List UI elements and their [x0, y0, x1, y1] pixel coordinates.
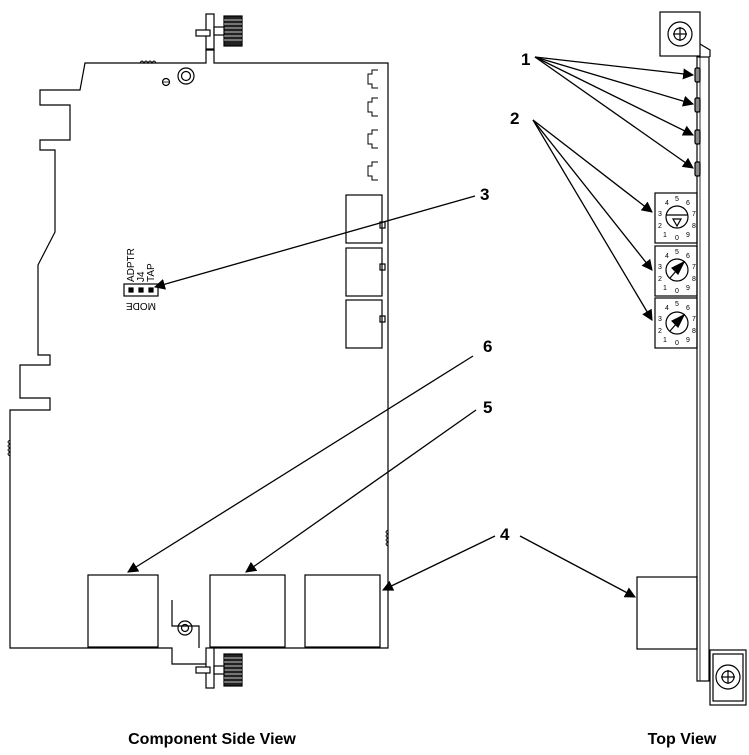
dial-digit: 1 [663, 285, 667, 292]
dial-digit: 0 [675, 340, 679, 347]
callout-leaders [127, 56, 695, 598]
bottom-thumbscrew [195, 647, 243, 689]
jumper-label-j4: J4 [136, 271, 147, 282]
dial-digit: 2 [658, 328, 662, 335]
top-thumbscrew [195, 13, 243, 50]
faceplate [696, 56, 710, 682]
dial-digit: 9 [686, 232, 690, 239]
dial-digits-3: 0 1 2 3 4 5 6 7 8 9 [658, 301, 696, 347]
dial-digit: 3 [658, 211, 662, 218]
leader-1a [534, 56, 695, 80]
dial-digit: 7 [692, 316, 696, 323]
dial-digit: 0 [675, 235, 679, 242]
callout-1: 1 [521, 50, 530, 69]
leader-4b [519, 535, 636, 598]
leader-1c [534, 56, 694, 136]
jumper-label-adptr: ADPTR [126, 248, 137, 282]
callout-5: 5 [483, 398, 492, 417]
rotary-switch-3 [654, 297, 698, 349]
mode-jumper [123, 283, 159, 297]
caption-component-side-view: Component Side View [128, 731, 296, 748]
top-view [636, 11, 747, 706]
dial-digit: 7 [692, 264, 696, 271]
leader-6 [127, 355, 474, 573]
pcb-outline [9, 49, 389, 665]
connector-port-4-side [304, 574, 381, 648]
status-led-1 [694, 67, 701, 83]
callout-6: 6 [483, 337, 492, 356]
dial-digit: 8 [692, 328, 696, 335]
leader-2c [532, 119, 653, 321]
status-led-4 [694, 161, 701, 177]
dial-digit: 6 [686, 200, 690, 207]
jumper-label-tap: TAP [146, 263, 157, 282]
dial-digit: 4 [665, 200, 669, 207]
dial-digit: 3 [658, 316, 662, 323]
dial-digit: 8 [692, 223, 696, 230]
switch-dial-digits: 0 1 2 3 4 5 6 7 8 9 0 1 2 3 4 5 6 7 8 9 … [658, 196, 696, 347]
leader-2a [532, 119, 653, 213]
leader-2b [532, 119, 653, 271]
status-leds [694, 67, 701, 177]
switch-footprints [345, 194, 386, 349]
jumper-label-mode: MODE [126, 300, 156, 311]
status-led-2 [694, 97, 701, 113]
leader-1d [534, 56, 694, 169]
callout-3: 3 [480, 185, 489, 204]
led-footprints [367, 69, 378, 181]
dial-digit: 5 [675, 301, 679, 308]
dial-digit: 9 [686, 285, 690, 292]
dial-digit: 4 [665, 253, 669, 260]
dial-digit: 9 [686, 337, 690, 344]
dial-digit: 6 [686, 305, 690, 312]
status-led-3 [694, 129, 701, 145]
dial-digits-1: 0 1 2 3 4 5 6 7 8 9 [658, 196, 696, 242]
dial-digit: 8 [692, 276, 696, 283]
callout-2: 2 [510, 109, 519, 128]
callout-4: 4 [500, 525, 510, 544]
dial-digit: 1 [663, 337, 667, 344]
dial-digit: 0 [675, 288, 679, 295]
leader-3 [153, 195, 476, 290]
dial-digit: 2 [658, 223, 662, 230]
connector-port-5 [209, 574, 286, 648]
caption-top-view: Top View [648, 731, 717, 748]
rotary-switch-1 [654, 192, 698, 244]
dial-digits-2: 0 1 2 3 4 5 6 7 8 9 [658, 249, 696, 295]
connector-port-4-top [636, 576, 698, 650]
leader-5 [245, 409, 477, 573]
connector-port-6 [87, 574, 159, 648]
dial-digit: 5 [675, 196, 679, 203]
dial-digit: 3 [658, 264, 662, 271]
dial-digit: 2 [658, 276, 662, 283]
dial-digit: 5 [675, 249, 679, 256]
leader-4a [382, 535, 496, 591]
dial-digit: 4 [665, 305, 669, 312]
dial-digit: 1 [663, 232, 667, 239]
dial-digit: 6 [686, 253, 690, 260]
dial-digit: 7 [692, 211, 696, 218]
leader-1b [534, 56, 695, 107]
component-side-view [7, 13, 390, 689]
rotary-switch-2 [654, 245, 698, 297]
